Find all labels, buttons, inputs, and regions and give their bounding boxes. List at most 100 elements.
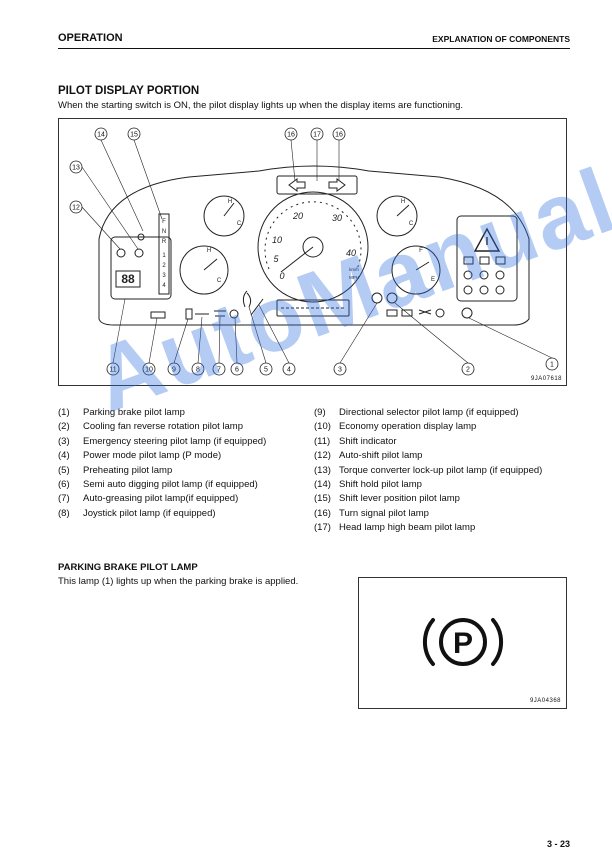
parking-brake-symbol-icon: P <box>422 618 504 666</box>
instrument-panel-figure: 14 15 16 17 16 13 12 11 10 9 8 7 6 5 4 3… <box>58 118 567 386</box>
callout-5: 5 <box>264 367 268 374</box>
parking-brake-title: PARKING BRAKE PILOT LAMP <box>58 562 198 573</box>
legend-item-5: (5)Preheating pilot lamp <box>58 464 173 476</box>
segment-display-digits: 88 <box>121 272 135 286</box>
central-lcd <box>276 299 350 317</box>
parking-brake-symbol-box: P 9JA04368 <box>358 577 567 709</box>
legend-item-3: (3)Emergency steering pilot lamp (if equ… <box>58 435 267 447</box>
directional-selector-lamp-icon <box>185 308 193 320</box>
turn-left-arrow-icon <box>288 178 306 192</box>
legend-item-8: (8)Joystick pilot lamp (if equipped) <box>58 507 216 519</box>
legend-item-1: (1)Parking brake pilot lamp <box>58 407 185 418</box>
legend-right-column: (9)Directional selector pilot lamp (if e… <box>314 406 542 536</box>
callout-14: 14 <box>97 132 105 139</box>
segment-display <box>115 270 141 288</box>
hydraulic-temp-cold-label: C <box>409 221 414 227</box>
legend-item-12: (12)Auto-shift pilot lamp <box>314 450 423 462</box>
legend-item-17: (17)Head lamp high beam pilot lamp <box>314 522 476 534</box>
fuel-gauge <box>391 245 441 295</box>
legend-item-11: (11)Shift indicator <box>314 435 397 447</box>
shift-hold-lamp-icon <box>137 233 145 241</box>
header-divider <box>58 48 570 49</box>
callout-17: 17 <box>313 132 321 139</box>
shift-indicator-N: N <box>162 229 166 235</box>
torque-temp-hot-label: H <box>207 248 211 254</box>
semi-auto-digging-lamp-icon <box>229 309 239 319</box>
section-title: PILOT DISPLAY PORTION <box>58 85 200 97</box>
legend-item-9: (9)Directional selector pilot lamp (if e… <box>314 407 519 418</box>
left-display-box <box>110 236 172 300</box>
section-intro: When the starting switch is ON, the pilo… <box>58 100 464 111</box>
panel-outline <box>98 165 530 326</box>
speed-tick-0: 0 <box>279 271 284 281</box>
legend-item-10: (10)Economy operation display lamp <box>314 421 477 433</box>
callout-6: 6 <box>235 367 239 374</box>
callout-11: 11 <box>109 367 116 374</box>
turn-right-arrow-icon <box>328 178 346 192</box>
callout-16-left: 16 <box>287 132 295 139</box>
shift-indicator-1: 1 <box>162 253 166 259</box>
shift-indicator-R: R <box>162 239 167 245</box>
speedometer-hub <box>302 236 324 258</box>
callout-8: 8 <box>196 367 200 374</box>
callout-16-right: 16 <box>335 132 343 139</box>
callout-13: 13 <box>72 165 80 172</box>
legend-item-13: (13)Torque converter lock-up pilot lamp … <box>314 464 543 476</box>
engine-temp-gauge <box>203 195 245 237</box>
legend-item-6: (6)Semi auto digging pilot lamp (if equi… <box>58 479 258 491</box>
fuel-empty-label: E <box>431 277 435 283</box>
legend-item-16: (16)Turn signal pilot lamp <box>314 507 429 519</box>
economy-lamp-icon <box>150 311 166 319</box>
parking-brake-lamp-icon <box>461 307 473 319</box>
callout-2: 2 <box>466 367 470 374</box>
autogrease-lamp-icon <box>214 310 226 317</box>
legend-item-2: (2)Cooling fan reverse rotation pilot la… <box>58 421 244 433</box>
header-chapter-title: EXPLANATION OF COMPONENTS <box>432 34 570 44</box>
legend-item-14: (14)Shift hold pilot lamp <box>314 479 422 491</box>
right-warning-box <box>456 215 518 302</box>
speed-tick-10: 10 <box>272 235 282 245</box>
shift-indicator-F: F <box>162 219 166 225</box>
callout-7: 7 <box>217 367 221 374</box>
engine-temp-cold-label: C <box>237 221 242 227</box>
parking-brake-symbol-letter: P <box>453 627 473 660</box>
engine-temp-hot-label: H <box>228 199 232 205</box>
instrument-panel-drawing: 14 15 16 17 16 13 12 11 10 9 8 7 6 5 4 3… <box>69 127 559 376</box>
legend-left-column: (1)Parking brake pilot lamp (2)Cooling f… <box>58 406 266 521</box>
callout-12: 12 <box>72 205 80 212</box>
speed-tick-20: 20 <box>292 211 303 221</box>
callout-3: 3 <box>338 367 342 374</box>
figure-code: 9JA07618 <box>530 376 562 382</box>
caution-triangle-icon <box>473 227 501 252</box>
torque-temp-cold-label: C <box>217 278 222 284</box>
header-section-title: OPERATION <box>58 32 123 44</box>
hydraulic-temp-gauge <box>376 195 418 237</box>
speed-tick-40: 40 <box>346 248 356 258</box>
shift-indicator-4: 4 <box>162 283 166 289</box>
speed-units-mph: MPH <box>349 275 359 280</box>
torque-temp-gauge <box>179 245 229 295</box>
callout-1: 1 <box>550 362 554 369</box>
callout-4: 4 <box>287 367 291 374</box>
torque-converter-lockup-lamp-icon <box>134 248 144 258</box>
fuel-full-label: F <box>419 248 423 254</box>
legend-item-4: (4)Power mode pilot lamp (P mode) <box>58 450 222 462</box>
legend-item-7: (7)Auto-greasing pilot lamp(if equipped) <box>58 493 239 505</box>
shift-indicator-3: 3 <box>162 273 166 279</box>
callout-10: 10 <box>145 367 153 374</box>
shift-indicator-column <box>158 213 170 295</box>
speedometer-outer <box>257 191 369 303</box>
parking-brake-description: This lamp (1) lights up when the parking… <box>58 576 299 587</box>
hydraulic-temp-hot-label: H <box>401 199 405 205</box>
shift-indicator-2: 2 <box>162 263 166 269</box>
preheating-lamp-icon <box>242 290 252 308</box>
speed-units-kmh: km/h <box>349 267 359 272</box>
cooling-fan-reverse-lamp-icon <box>386 292 398 304</box>
callout-9: 9 <box>172 367 176 374</box>
auto-shift-lamp-icon <box>116 248 126 258</box>
speed-tick-5: 5 <box>273 254 279 264</box>
page-number: 3 - 23 <box>546 839 570 849</box>
parking-brake-figure-code: 9JA04368 <box>529 698 561 704</box>
callout-15: 15 <box>130 132 138 139</box>
power-mode-lamp-icon <box>250 298 264 316</box>
